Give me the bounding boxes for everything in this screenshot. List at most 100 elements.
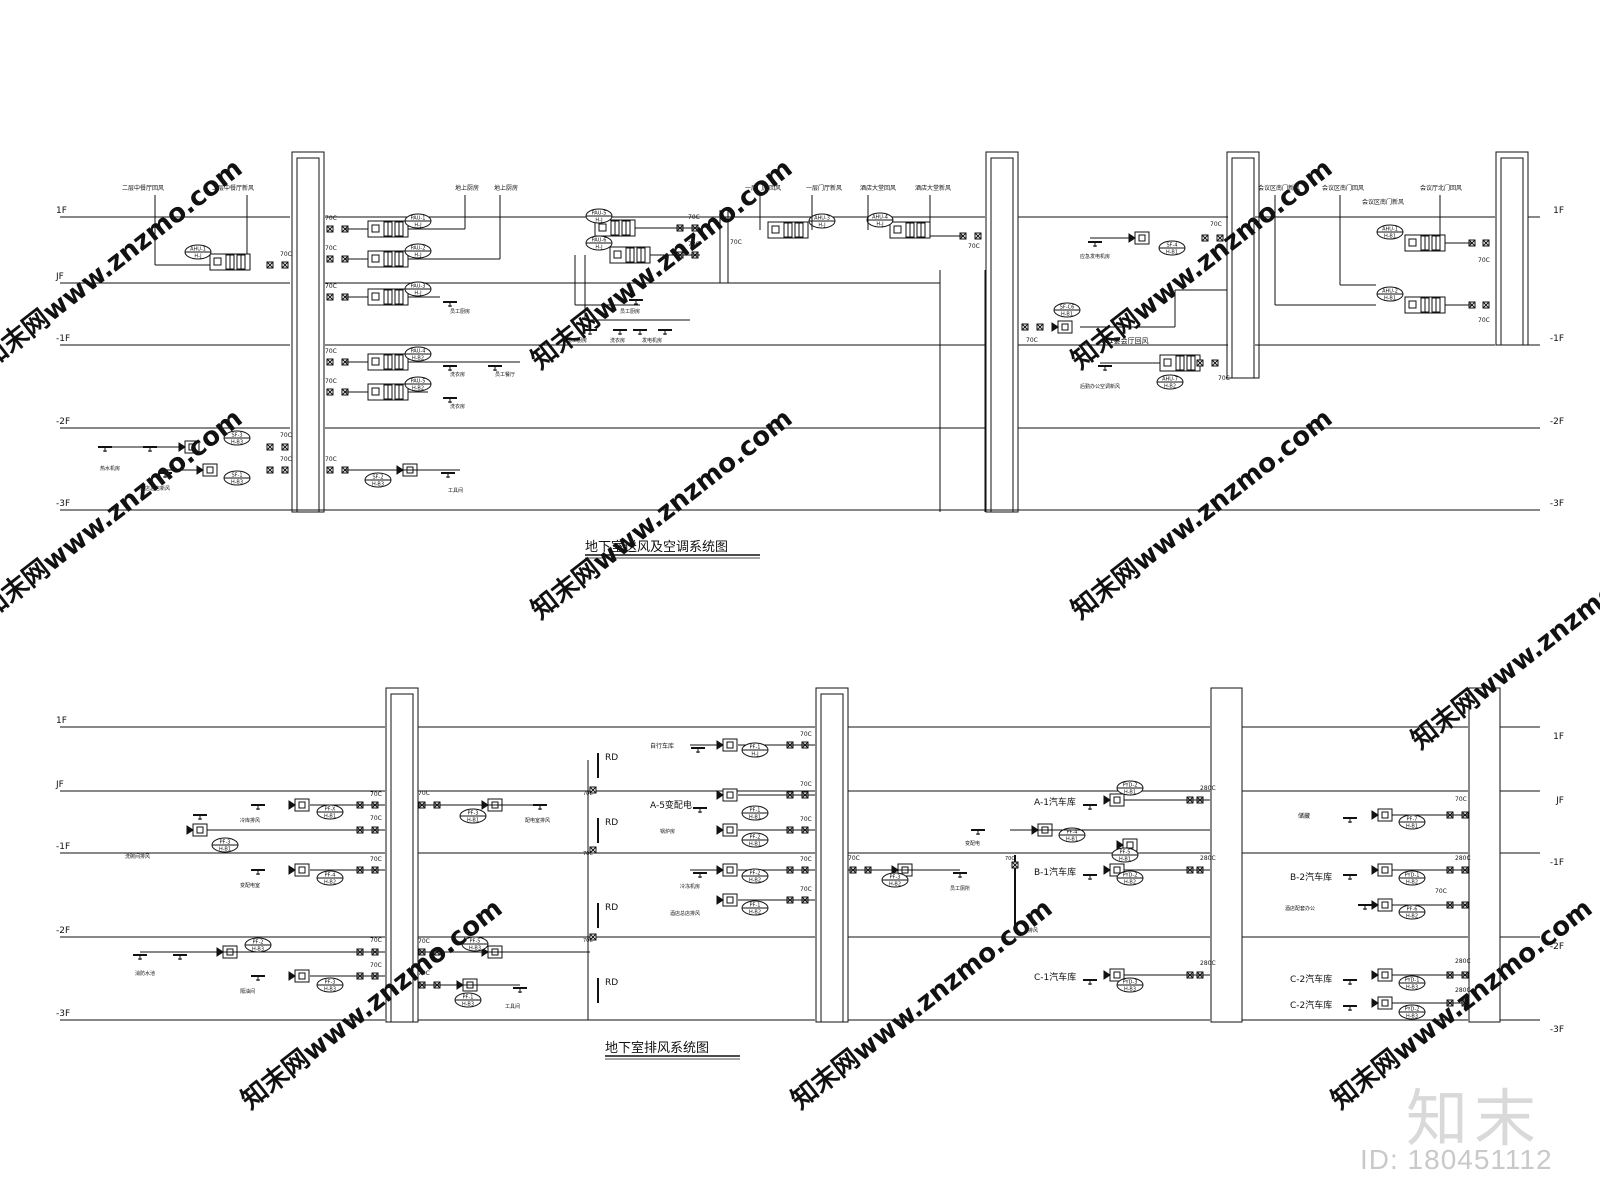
- fan-icon: [1381, 971, 1389, 979]
- floor-label-left: 1F: [56, 206, 67, 216]
- equipment-tag-id: PF-1: [750, 745, 761, 751]
- floor-label-left: -2F: [56, 417, 70, 427]
- air-handling-unit-icon: [1408, 238, 1417, 247]
- temp-label: 70C: [280, 432, 292, 439]
- fan-icon: [1113, 971, 1121, 979]
- equipment-tag-area: H-B2: [412, 356, 424, 362]
- room-label: 员工厨房: [620, 308, 640, 315]
- room-label: 变配电室: [240, 882, 260, 889]
- zone-label: C-1汽车库: [1034, 971, 1076, 983]
- room-label: 酒店配套办公: [1285, 905, 1315, 912]
- fan-icon: [1103, 795, 1111, 805]
- riser-shaft-inner: [820, 693, 844, 1023]
- equipment-tag-area: H-J: [414, 253, 421, 259]
- zone-label: A-5变配电: [650, 799, 692, 811]
- equipment-tag-area: H-J: [751, 752, 758, 758]
- floor-label-right: 1F: [1553, 732, 1564, 742]
- equipment-tag-area: H-B1: [1119, 857, 1131, 863]
- fan-icon: [1371, 900, 1379, 910]
- temp-label: 70C: [688, 214, 700, 221]
- fan-icon: [288, 800, 296, 810]
- temp-label: 70C: [418, 938, 430, 945]
- temp-label: 70C: [730, 239, 742, 246]
- fan-icon: [288, 971, 296, 981]
- equipment-tag-area: H-B2: [324, 880, 336, 886]
- temp-label: 70C: [848, 855, 860, 862]
- riser-shaft: [1210, 687, 1243, 1023]
- fan-icon: [1371, 810, 1379, 820]
- equipment-tag-id: SF-C6: [1060, 305, 1075, 311]
- fire-damper-icon: [589, 786, 597, 794]
- air-handling-unit-icon: [1408, 300, 1417, 309]
- equipment-tag-id: PAU-1: [411, 216, 426, 222]
- equipment-tag-area: H-B3: [1406, 985, 1418, 991]
- equipment-tag-area: H-B3: [252, 947, 264, 953]
- riser-shaft-inner: [990, 157, 1014, 513]
- fire-damper-icon: [974, 232, 982, 240]
- temp-label: 70C: [1478, 257, 1490, 264]
- fan-icon: [1371, 865, 1379, 875]
- fan-icon: [1051, 322, 1059, 332]
- room-label: 酒店总店新风: [140, 485, 170, 492]
- air-handling-unit-icon: [213, 257, 222, 266]
- fire-damper-icon: [266, 466, 274, 474]
- room-label: 洗衣房: [610, 337, 625, 344]
- fire-damper-icon: [1216, 234, 1224, 242]
- temp-label: 70C: [418, 790, 430, 797]
- fire-damper-icon: [326, 225, 334, 233]
- equipment-tag-area: H-B2: [412, 386, 424, 392]
- equipment-tag-area: H-B2: [1164, 384, 1176, 390]
- equipment-tag-id: PAU-5: [411, 379, 426, 385]
- fan-icon: [726, 896, 734, 904]
- floor-label-left: -1F: [56, 842, 70, 852]
- air-handling-unit-icon: [371, 292, 380, 301]
- room-label: 一层门厅回风: [745, 184, 781, 192]
- equipment-tag-area: H-B2: [749, 878, 761, 884]
- temp-label: 280C: [1455, 855, 1471, 862]
- equipment-tag-id: PAU-5: [592, 211, 607, 217]
- room-label: 储藏: [1298, 812, 1310, 820]
- room-label: 冷冻机房: [680, 883, 700, 890]
- equipment-tag-id: PAU-6: [592, 238, 607, 244]
- fan-icon: [298, 866, 306, 874]
- air-handling-unit-icon: [371, 357, 380, 366]
- air-handling-unit-icon: [771, 225, 780, 234]
- equipment-tag-id: PF-5: [470, 939, 481, 945]
- floor-label-right: -2F: [1550, 417, 1564, 427]
- air-handling-unit-icon: [598, 223, 607, 232]
- fan-icon: [1103, 865, 1111, 875]
- temp-label: 70C: [1026, 337, 1038, 344]
- diagram-title-exhaust: 地下室排风系统图: [605, 1040, 709, 1056]
- room-label: 一层门厅新风: [806, 184, 842, 192]
- temp-label: 70C: [800, 886, 812, 893]
- fan-icon: [726, 741, 734, 749]
- room-label: 工具间: [505, 1003, 520, 1010]
- equipment-tag-id: SF-2: [372, 475, 383, 481]
- riser-shaft-inner: [390, 693, 414, 1023]
- temp-label: 70C: [1435, 888, 1447, 895]
- air-handling-unit-icon: [371, 224, 380, 233]
- fan-icon: [1371, 970, 1379, 980]
- room-label: 酒店大堂新风: [915, 184, 951, 192]
- temp-label: 70C: [370, 815, 382, 822]
- room-label: 员工餐厅: [495, 371, 515, 378]
- room-label: 员工厨房: [567, 337, 587, 344]
- room-label: 会议厅北门回风: [1420, 184, 1462, 192]
- equipment-tag-area: H-B3: [1124, 987, 1136, 993]
- room-label: 自行车库: [650, 742, 674, 750]
- equipment-tag-id: PF-1: [463, 995, 474, 1001]
- fan-icon: [726, 826, 734, 834]
- fan-icon: [1061, 323, 1069, 331]
- fan-icon: [1381, 999, 1389, 1007]
- riser-shaft: [1468, 687, 1501, 1023]
- fire-damper-icon: [1196, 359, 1204, 367]
- fan-icon: [716, 825, 724, 835]
- equipment-tag-area: H-B1: [467, 818, 479, 824]
- equipment-tag-area: H-B1: [749, 842, 761, 848]
- rd-label: RD: [605, 903, 618, 913]
- fire-damper-icon: [281, 443, 289, 451]
- equipment-tag-area: H-B3: [324, 987, 336, 993]
- fire-damper-icon: [1211, 359, 1219, 367]
- temp-label: 70C: [583, 938, 593, 944]
